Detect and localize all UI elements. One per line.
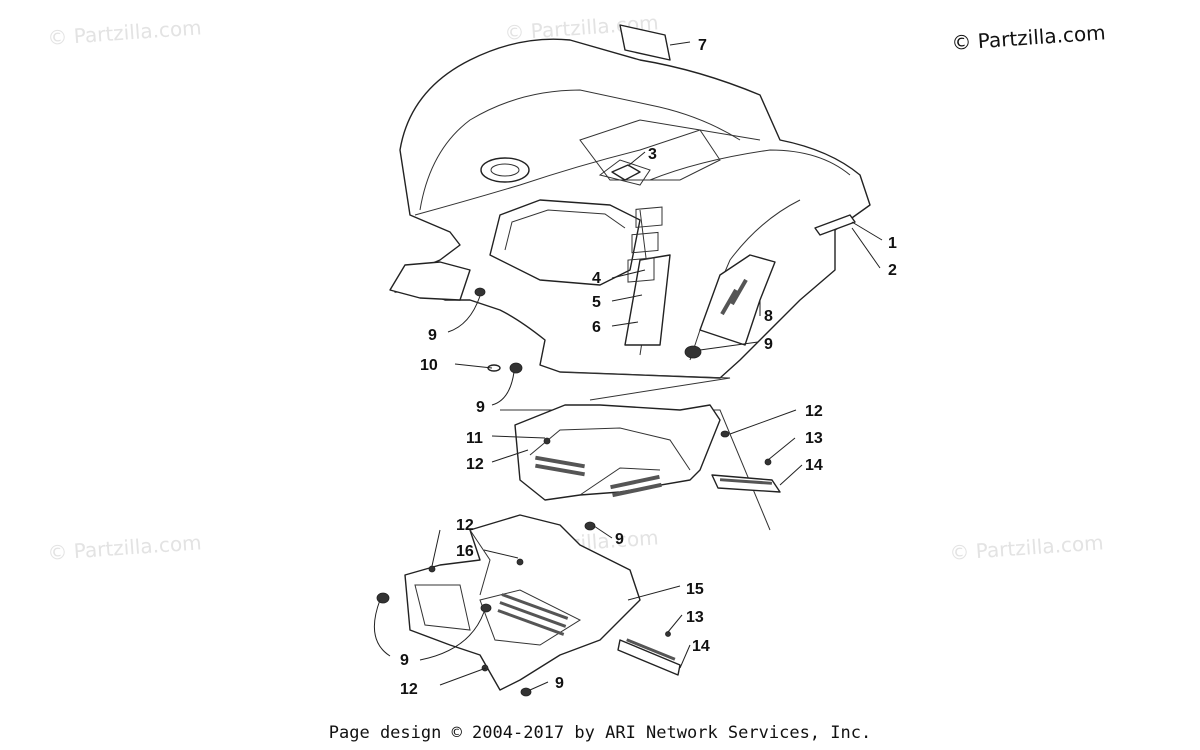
callout-15: 15	[686, 581, 704, 598]
callout-11: 11	[466, 430, 483, 447]
watermark-top-left: © Partzilla.com	[47, 15, 203, 50]
callout-16: 16	[456, 543, 474, 560]
callout-14-lower: 14	[692, 638, 710, 655]
callout-6: 6	[592, 319, 601, 336]
callout-12-bottom: 12	[400, 681, 418, 698]
callout-5: 5	[592, 294, 601, 311]
footwell-lower	[376, 514, 681, 697]
watermark-bottom-left: © Partzilla.com	[47, 530, 203, 565]
callout-labels: 7 3 1 2 4 5 6 8 9 9 10 9 12 11 13 12 14 …	[400, 37, 897, 698]
callout-10: 10	[420, 357, 438, 374]
callout-3: 3	[648, 146, 657, 163]
callout-13-lower: 13	[686, 609, 704, 626]
callout-9-bottom: 9	[555, 675, 564, 692]
callout-7: 7	[698, 37, 707, 54]
callout-9-footwell: 9	[615, 531, 624, 548]
footer-credit: Page design © 2004-2017 by ARI Network S…	[329, 723, 871, 743]
callout-14-upper: 14	[805, 457, 823, 474]
callout-2: 2	[888, 262, 897, 279]
watermark-bottom-right: © Partzilla.com	[949, 530, 1105, 565]
callout-12-lower: 12	[456, 517, 474, 534]
callout-1: 1	[888, 235, 897, 252]
callout-8: 8	[764, 308, 773, 325]
callout-12-right: 12	[805, 403, 823, 420]
callout-13-upper: 13	[805, 430, 823, 447]
callout-9-bracket: 9	[428, 327, 437, 344]
callout-12-left: 12	[466, 456, 484, 473]
copyright-label: © Partzilla.com	[951, 20, 1107, 55]
callout-9-left: 9	[400, 652, 409, 669]
leader-lines	[373, 41, 883, 691]
callout-4: 4	[592, 270, 601, 287]
callout-9-fender: 9	[764, 336, 773, 353]
rear-fender-body	[389, 24, 871, 401]
footwell-upper	[500, 404, 781, 531]
callout-9-lower: 9	[476, 399, 485, 416]
